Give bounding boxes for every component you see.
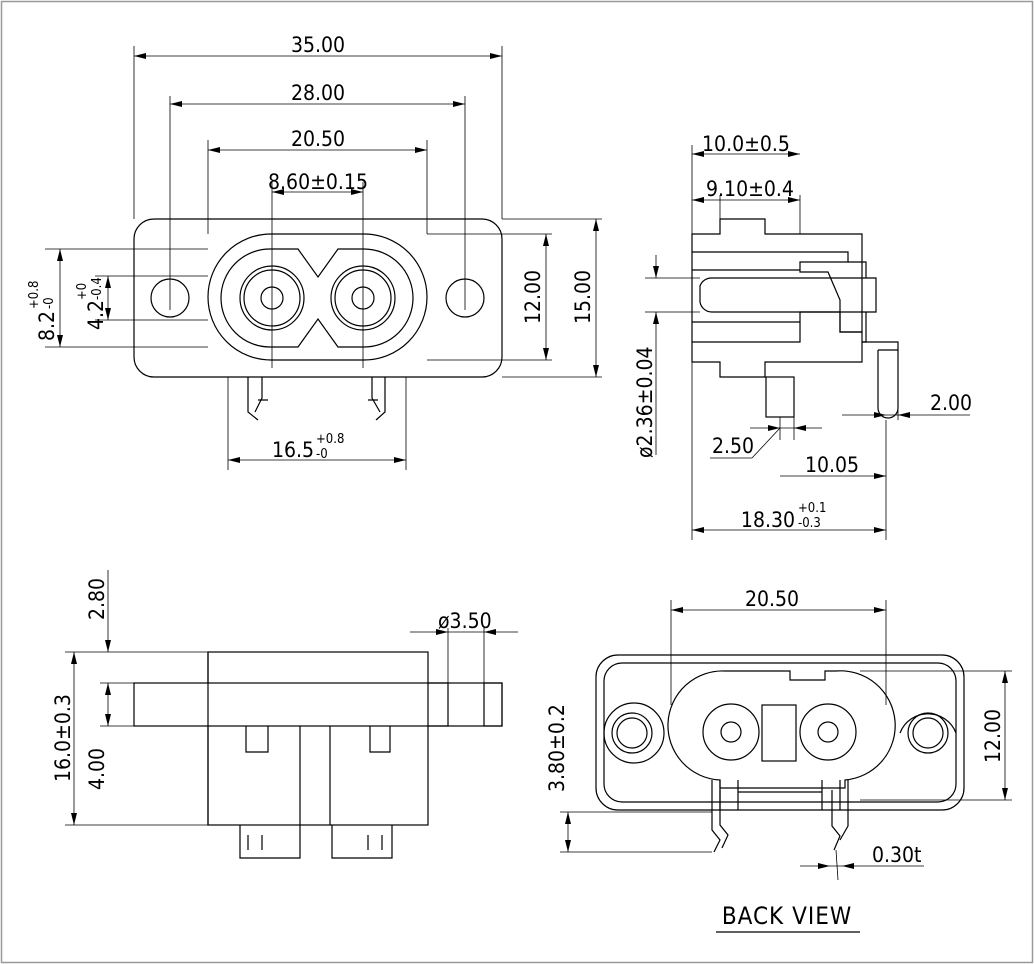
front-dim-42-tol-upper: +0 [75, 283, 90, 300]
back-pin-right [817, 721, 839, 743]
front-dim-2050: 20.50 [291, 127, 345, 151]
front-dim-860: 8.60±0.15 [268, 170, 368, 194]
front-dim-12: 12.00 [521, 270, 545, 324]
top-dim-160: 16.0±0.3 [51, 694, 75, 782]
side-housing-top [691, 218, 863, 333]
back-pin-left [720, 721, 742, 743]
front-dim-82: 8.2 [35, 311, 59, 341]
front-body [207, 233, 428, 361]
front-dim-42: 4.2 [84, 300, 108, 330]
front-dim-42-tol-lower: -0.4 [90, 277, 105, 300]
front-view: 35.00 28.00 20.50 8.60±0.15 16.5 +0.8 -0… [27, 33, 602, 470]
side-terminal-stub [765, 376, 795, 418]
back-pin-boss-right [799, 703, 857, 761]
front-dim-165-tol-lower: -0 [316, 447, 328, 462]
front-dim-15: 15.00 [571, 270, 595, 324]
side-pin [699, 277, 877, 313]
front-dim-82-tol-lower: -0 [42, 297, 57, 309]
front-dim-82-tol-upper: +0.8 [27, 281, 42, 309]
side-dim-1830-tol-upper: +0.1 [798, 501, 826, 516]
top-terminal-right [331, 726, 393, 859]
back-flange-outer [595, 654, 965, 811]
front-dim-28: 28.00 [291, 81, 345, 105]
side-dim-pin-diameter: ø2.36±0.04 [633, 347, 657, 459]
top-terminal-left [239, 726, 301, 859]
back-view-title: BACK VIEW [722, 902, 852, 930]
top-dim-280: 2.80 [85, 578, 109, 620]
back-dim-2050: 20.50 [745, 587, 799, 611]
front-terminal-left [247, 377, 268, 421]
back-body [667, 670, 896, 789]
top-hole-hatch-left [427, 682, 449, 727]
back-dim-030: 0.30t [872, 843, 921, 867]
side-dim-200: 2.00 [930, 391, 972, 415]
back-dim-12: 12.00 [981, 709, 1005, 763]
front-dim-165: 16.5 [272, 438, 314, 462]
top-body [207, 651, 429, 826]
front-socket-outline [220, 248, 414, 348]
back-view: 20.50 12.00 3.80±0.2 0.30t BACK VIEW [545, 587, 1012, 933]
front-dim-165-tol-upper: +0.8 [316, 432, 344, 447]
back-terminal-left [711, 780, 729, 853]
back-mounting-hole-left [611, 712, 653, 754]
side-dim-250: 2.50 [712, 434, 754, 458]
front-dim-35: 35.00 [291, 33, 345, 57]
back-terminal-right [831, 780, 849, 851]
top-dim-400: 4.00 [85, 748, 109, 790]
side-view: 10.0±0.5 9.10±0.4 ø2.36±0.04 2.50 10.05 … [633, 132, 972, 540]
top-dim-hole-diameter: ø3.50 [438, 609, 492, 633]
back-mounting-hole-right [907, 712, 949, 754]
side-dim-910: 9.10±0.4 [706, 177, 794, 201]
back-dim-380: 3.80±0.2 [545, 704, 569, 792]
back-divider [761, 704, 797, 762]
side-dim-1830: 18.30 [741, 508, 795, 532]
side-dim-1005: 10.05 [805, 453, 859, 477]
side-tab [862, 341, 899, 419]
front-terminal-right [368, 377, 386, 421]
side-dim-100: 10.0±0.5 [702, 132, 790, 156]
back-pin-boss-left [702, 703, 760, 761]
top-view: 2.80 16.0±0.3 4.00 ø3.50 [51, 570, 518, 859]
top-flange [133, 682, 503, 727]
top-hole-hatch-right [483, 682, 503, 727]
front-flange [133, 218, 503, 378]
side-dim-1830-tol-lower: -0.3 [798, 516, 821, 531]
